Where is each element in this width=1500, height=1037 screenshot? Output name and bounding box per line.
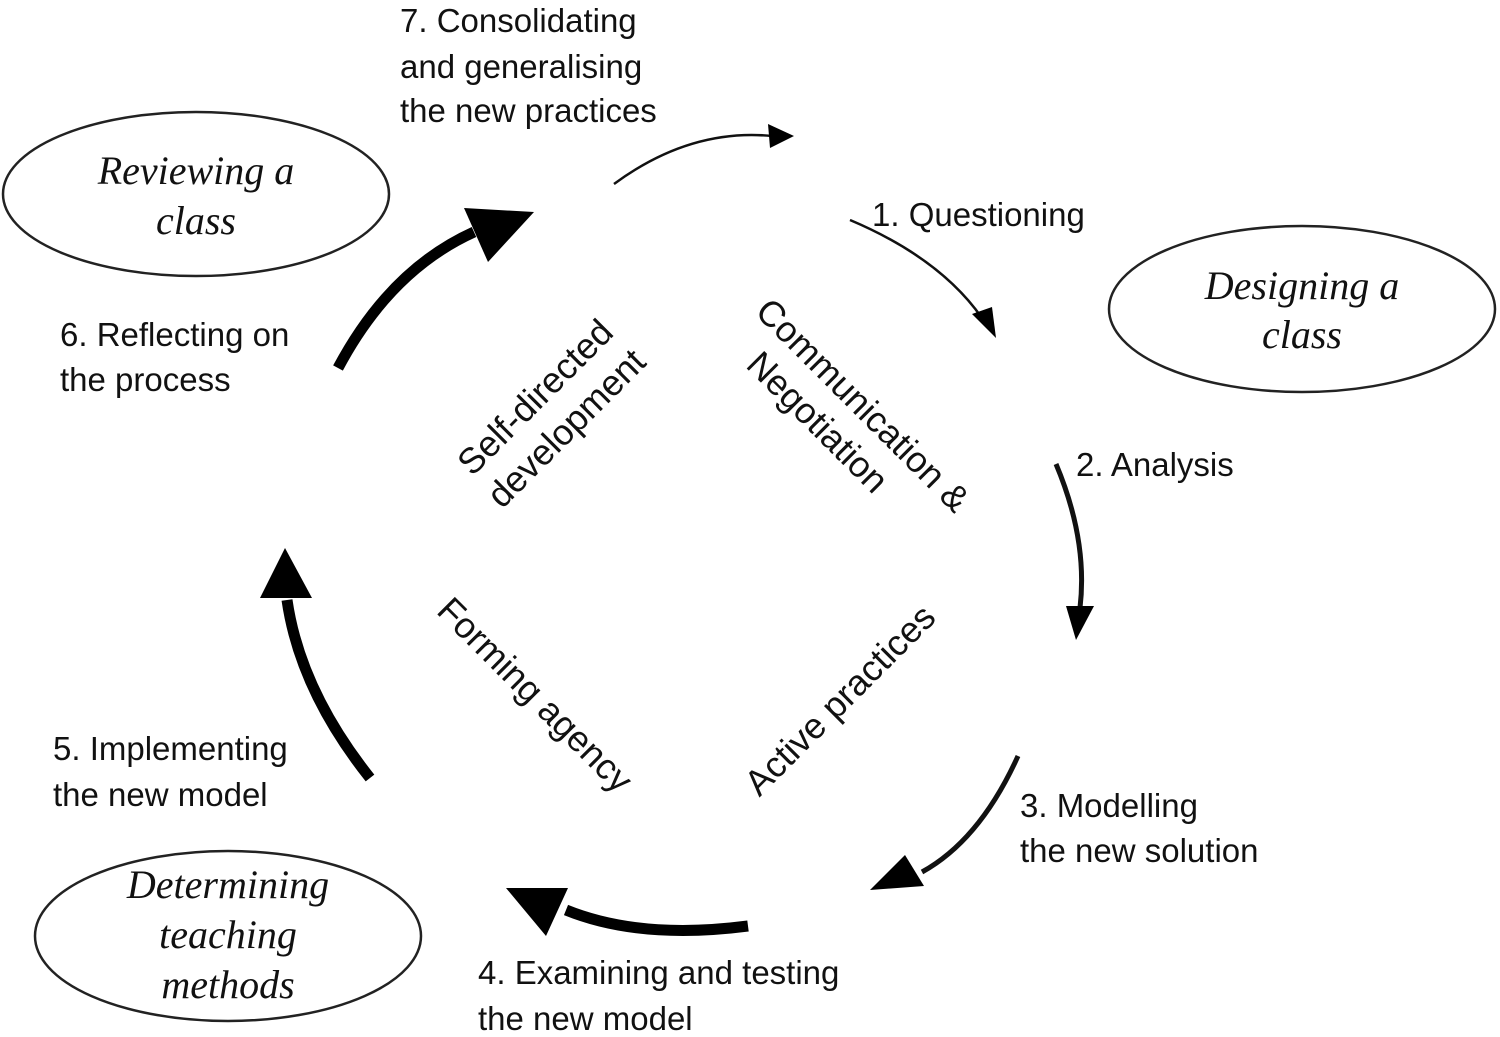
step-3-label: 3. Modelling the new solution [1020,787,1259,869]
stage-label-line: class [156,198,236,243]
core-forming-agency: Forming agency [430,589,642,801]
arrow-shaft [849,218,984,319]
arrow-head-icon [972,307,996,338]
arrow-head-icon [260,548,312,598]
stage-label-line: Designing a [1204,263,1399,308]
stage-label-line: class [1262,312,1342,357]
arrow-head-icon [870,855,924,890]
stage-label-line: Determining [126,862,329,907]
step-label-line: 3. Modelling [1020,787,1198,824]
arrow-step-7 [613,124,794,186]
step-6-label: 6. Reflecting on the process [60,316,289,398]
stage-ellipse [1,110,391,278]
arrow-step-3 [870,754,1021,890]
step-2-label: 2. Analysis [1076,446,1234,483]
step-4-label: 4. Examining and testing the new model [478,954,839,1037]
stage-label-line: methods [161,962,294,1007]
stage-designing: Designing a class [1107,224,1497,394]
arrow-step-2 [1053,463,1094,640]
arrow-head-icon [506,888,568,936]
stage-determining: Determining teaching methods [33,849,423,1023]
arrow-step-4 [506,888,749,936]
core-label-line: Active practices [736,596,943,803]
step-label-line: 7. Consolidating [400,2,637,39]
arrow-head-icon [464,208,534,262]
step-1-label: 1. Questioning [872,196,1085,233]
core-communication: Communication & Negotiation [739,290,978,520]
arrow-shaft [920,754,1021,875]
step-7-label: 7. Consolidating and generalising the ne… [400,2,657,129]
arrow-shaft [281,599,375,782]
step-label-line: 6. Reflecting on [60,316,289,353]
arrow-shaft [1053,463,1085,609]
arrow-step-6 [333,208,534,371]
arrow-step-5 [260,548,375,782]
core-self-directed: Self-directed development [449,311,653,515]
arrow-step-1 [849,218,996,338]
step-label-line: the new model [478,1000,693,1037]
core-label-line: Forming agency [430,589,642,801]
stage-label-line: teaching [159,912,297,957]
step-label-line: 4. Examining and testing [478,954,839,991]
arrow-head-icon [768,124,794,148]
step-label-line: the process [60,361,231,398]
stage-ellipse [1107,224,1497,394]
step-label-line: and generalising [400,48,642,85]
step-label-line: the new practices [400,92,657,129]
step-label-line: the new solution [1020,832,1259,869]
arrow-shaft [333,226,477,371]
arrow-shaft [563,904,749,936]
stage-label-line: Reviewing a [97,148,295,193]
step-label-line: 1. Questioning [872,196,1085,233]
arrow-head-icon [1066,606,1094,640]
stage-reviewing: Reviewing a class [1,110,391,278]
arrow-shaft [613,133,773,186]
step-5-label: 5. Implementing the new model [53,730,288,813]
step-label-line: 5. Implementing [53,730,288,767]
core-active-practices: Active practices [736,596,943,803]
stage-ellipse [33,849,423,1023]
step-label-line: the new model [53,776,268,813]
step-label-line: 2. Analysis [1076,446,1234,483]
